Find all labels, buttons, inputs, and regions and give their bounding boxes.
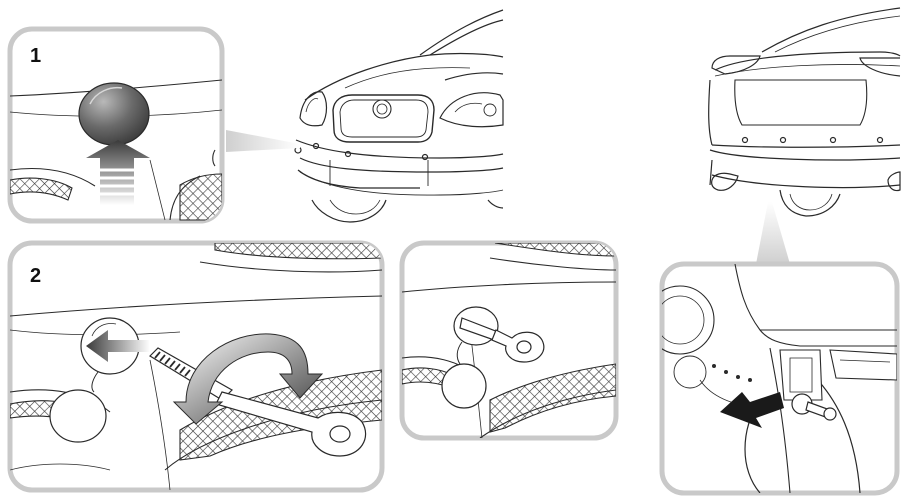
front-car-illustration xyxy=(295,10,503,222)
tow-eye-cover xyxy=(79,83,149,145)
step-2-label: 2 xyxy=(30,265,41,287)
callout-pointer-front xyxy=(226,130,300,152)
panel-step-1: 1 xyxy=(10,29,222,221)
removed-cover xyxy=(50,390,106,442)
step-1-label: 1 xyxy=(30,45,41,67)
panel-eye-installed xyxy=(402,243,616,438)
panel-step-2: 2 xyxy=(10,243,382,490)
hanging-cover xyxy=(442,364,486,408)
callout-pointer-rear xyxy=(756,202,790,264)
rear-car-illustration xyxy=(709,8,900,216)
panel-rear-detail xyxy=(646,264,897,493)
